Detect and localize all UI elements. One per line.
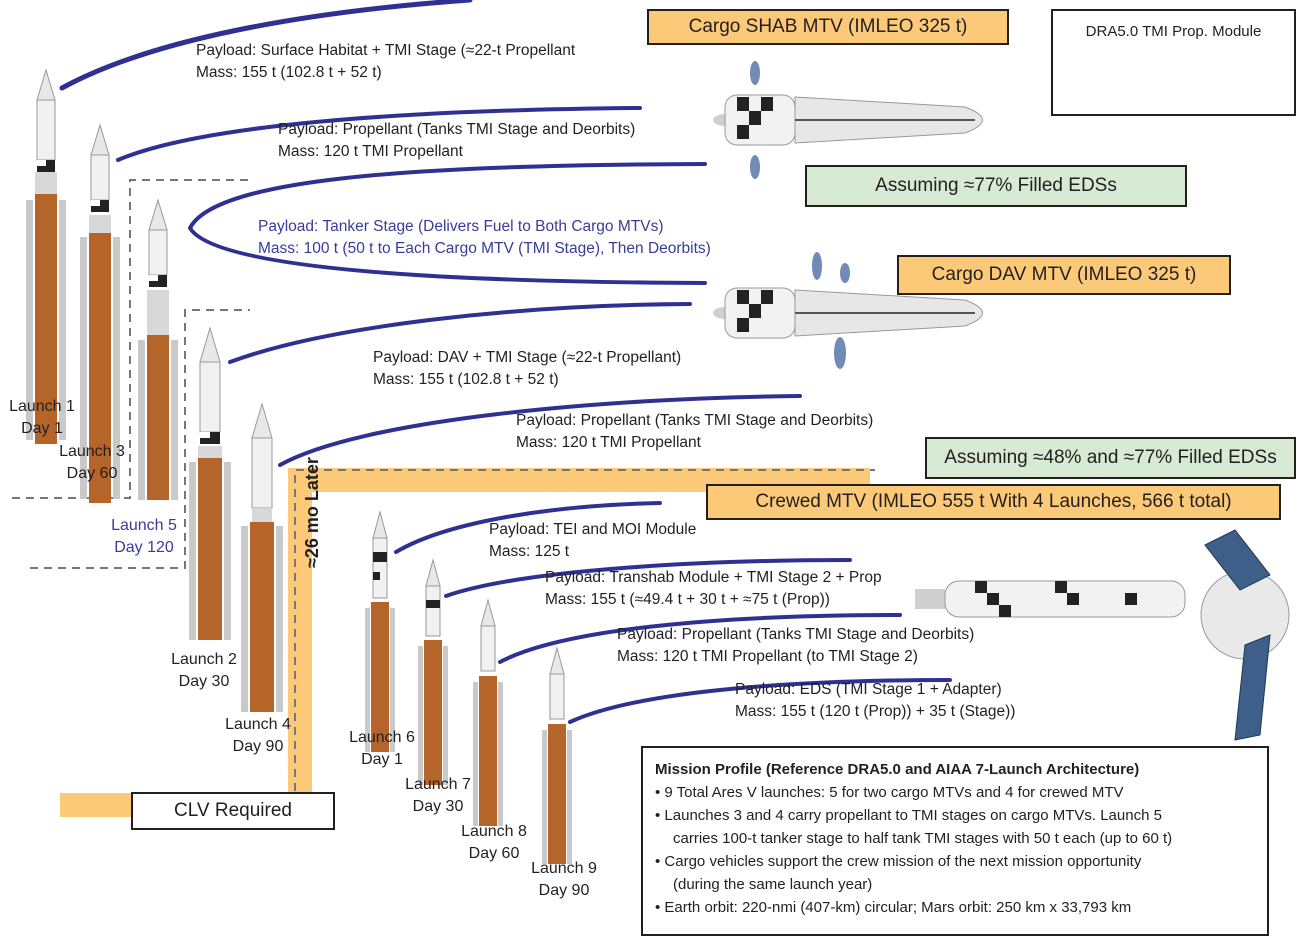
cargo-shab-mtv-box: Cargo SHAB MTV (IMLEO 325 t) xyxy=(647,9,1009,45)
cargo-shab-spacecraft xyxy=(713,61,983,179)
rocket-launch-4 xyxy=(241,402,283,712)
cargo-group-dashed-outline xyxy=(12,179,250,569)
launch-2-day: Day 30 xyxy=(178,673,230,690)
rocket-launch-7 xyxy=(418,558,448,785)
cargo-dav-spacecraft xyxy=(713,252,983,369)
payload-4: Payload: DAV + TMI Stage (≈22-t Propella… xyxy=(373,347,681,391)
payload-8-mass: Mass: 120 t TMI Propellant (to TMI Stage… xyxy=(617,648,918,665)
mission-profile-item: • 9 Total Ares V launches: 5 for two car… xyxy=(655,784,1124,801)
payload-1-description: Payload: Surface Habitat + TMI Stage (≈2… xyxy=(196,42,576,59)
payload-2: Payload: Propellant (Tanks TMI Stage and… xyxy=(278,119,635,163)
trajectory-arcs xyxy=(59,0,952,724)
payload-8-description: Payload: Propellant (Tanks TMI Stage and… xyxy=(617,626,975,643)
payload-6-mass: Mass: 125 t xyxy=(489,543,570,560)
payload-9: Payload: EDS (TMI Stage 1 + Adapter) Mas… xyxy=(735,679,1015,723)
launch-8-name: Launch 8 xyxy=(461,823,527,840)
dra-prop-module-box: DRA5.0 TMI Prop. Module xyxy=(1051,9,1296,116)
payload-5: Payload: Propellant (Tanks TMI Stage and… xyxy=(516,410,873,454)
trajectory-arc-1 xyxy=(59,0,473,91)
rocket-launch-1 xyxy=(26,68,66,444)
assumption-box-second: Assuming ≈48% and ≈77% Filled EDSs xyxy=(925,437,1296,479)
trajectory-arc-8 xyxy=(498,613,902,664)
launch-4-name: Launch 4 xyxy=(225,716,291,733)
clv-required-box: CLV Required xyxy=(131,792,335,830)
mission-profile-item: • Cargo vehicles support the crew missio… xyxy=(655,853,1142,870)
trajectory-arc-5 xyxy=(278,394,802,467)
rocket-launch-2 xyxy=(189,326,231,640)
launch-9-label: Launch 9 Day 90 xyxy=(526,858,602,902)
launch-9-day: Day 90 xyxy=(538,882,590,899)
payload-6: Payload: TEI and MOI Module Mass: 125 t xyxy=(489,519,696,563)
crew-group-dashed-outline xyxy=(294,469,875,805)
payload-9-mass: Mass: 155 t (120 t (Prop)) + 35 t (Stage… xyxy=(735,703,1016,720)
crewed-mtv-box: Crewed MTV (IMLEO 555 t With 4 Launches,… xyxy=(706,484,1281,520)
launch-1-name: Launch 1 xyxy=(9,398,75,415)
delay-label: ≈26 mo Later xyxy=(302,457,322,568)
rocket-launch-5 xyxy=(138,198,178,500)
launch-5-day: Day 120 xyxy=(114,539,174,556)
rocket-launch-9 xyxy=(542,646,572,864)
mission-profile-item: carries 100-t tanker stage to half tank … xyxy=(673,830,1173,847)
launch-5-name: Launch 5 xyxy=(111,517,177,534)
launch-3-day: Day 60 xyxy=(66,465,118,482)
payload-7-mass: Mass: 155 t (≈49.4 t + 30 t + ≈75 t (Pro… xyxy=(545,591,830,608)
launch-7-day: Day 30 xyxy=(412,798,464,815)
launch-3-label: Launch 3 Day 60 xyxy=(56,441,128,485)
payload-3-mass: Mass: 100 t (50 t to Each Cargo MTV (TMI… xyxy=(258,240,711,257)
launch-4-day: Day 90 xyxy=(232,738,284,755)
payload-2-mass: Mass: 120 t TMI Propellant xyxy=(278,143,463,160)
payload-5-mass: Mass: 120 t TMI Propellant xyxy=(516,434,701,451)
rocket-launch-3 xyxy=(80,123,120,503)
launch-6-day: Day 1 xyxy=(361,751,403,768)
trajectory-arc-6 xyxy=(394,501,662,554)
launch-1-label: Launch 1 Day 1 xyxy=(6,396,78,440)
launch-3-name: Launch 3 xyxy=(59,443,125,460)
launch-5-label: Launch 5 Day 120 xyxy=(106,515,182,559)
crewed-mtv-spacecraft xyxy=(915,529,1290,741)
launch-7-name: Launch 7 xyxy=(405,776,471,793)
dra-prop-module-title: DRA5.0 TMI Prop. Module xyxy=(1085,23,1262,40)
mission-profile-box: Mission Profile (Reference DRA5.0 and AI… xyxy=(641,746,1269,936)
launch-2-name: Launch 2 xyxy=(171,651,237,668)
launch-7-label: Launch 7 Day 30 xyxy=(400,774,476,818)
payload-7-description: Payload: Transhab Module + TMI Stage 2 +… xyxy=(545,569,882,586)
payload-1-mass: Mass: 155 t (102.8 t + 52 t) xyxy=(196,64,382,81)
payload-6-description: Payload: TEI and MOI Module xyxy=(489,521,697,538)
rockets xyxy=(26,68,572,864)
assumption-box-first: Assuming ≈77% Filled EDSs xyxy=(805,165,1187,207)
mission-profile-item: • Launches 3 and 4 carry propellant to T… xyxy=(655,807,1162,824)
payload-8: Payload: Propellant (Tanks TMI Stage and… xyxy=(617,624,974,668)
payload-3-description: Payload: Tanker Stage (Delivers Fuel to … xyxy=(258,218,664,235)
mission-profile-item: (during the same launch year) xyxy=(673,876,873,893)
trajectory-arc-9 xyxy=(568,678,952,724)
launch-1-day: Day 1 xyxy=(21,420,63,437)
trajectory-arc-4 xyxy=(228,302,692,364)
launch-4-label: Launch 4 Day 90 xyxy=(220,714,296,758)
rocket-launch-6 xyxy=(365,510,395,752)
launch-9-name: Launch 9 xyxy=(531,860,597,877)
launch-6-name: Launch 6 xyxy=(349,729,415,746)
mission-profile-title: Mission Profile (Reference DRA5.0 and AI… xyxy=(655,761,1140,778)
trajectory-arc-3 xyxy=(188,162,707,285)
payload-7: Payload: Transhab Module + TMI Stage 2 +… xyxy=(545,567,882,611)
payload-2-description: Payload: Propellant (Tanks TMI Stage and… xyxy=(278,121,636,138)
launch-2-label: Launch 2 Day 30 xyxy=(166,649,242,693)
launch-6-label: Launch 6 Day 1 xyxy=(344,727,420,771)
payload-5-description: Payload: Propellant (Tanks TMI Stage and… xyxy=(516,412,874,429)
launch-8-day: Day 60 xyxy=(468,845,520,862)
rocket-launch-8 xyxy=(473,598,503,826)
payload-3: Payload: Tanker Stage (Delivers Fuel to … xyxy=(258,216,711,260)
launch-8-label: Launch 8 Day 60 xyxy=(456,821,532,865)
payload-4-mass: Mass: 155 t (102.8 t + 52 t) xyxy=(373,371,559,388)
trajectory-arc-7 xyxy=(444,558,852,598)
payload-1: Payload: Surface Habitat + TMI Stage (≈2… xyxy=(196,40,575,84)
payload-4-description: Payload: DAV + TMI Stage (≈22-t Propella… xyxy=(373,349,682,366)
payload-9-description: Payload: EDS (TMI Stage 1 + Adapter) xyxy=(735,681,1002,698)
mission-profile-item: • Earth orbit: 220-nmi (407-km) circular… xyxy=(655,899,1132,916)
cargo-dav-mtv-box: Cargo DAV MTV (IMLEO 325 t) xyxy=(897,255,1231,295)
trajectory-arc-2 xyxy=(116,106,642,162)
